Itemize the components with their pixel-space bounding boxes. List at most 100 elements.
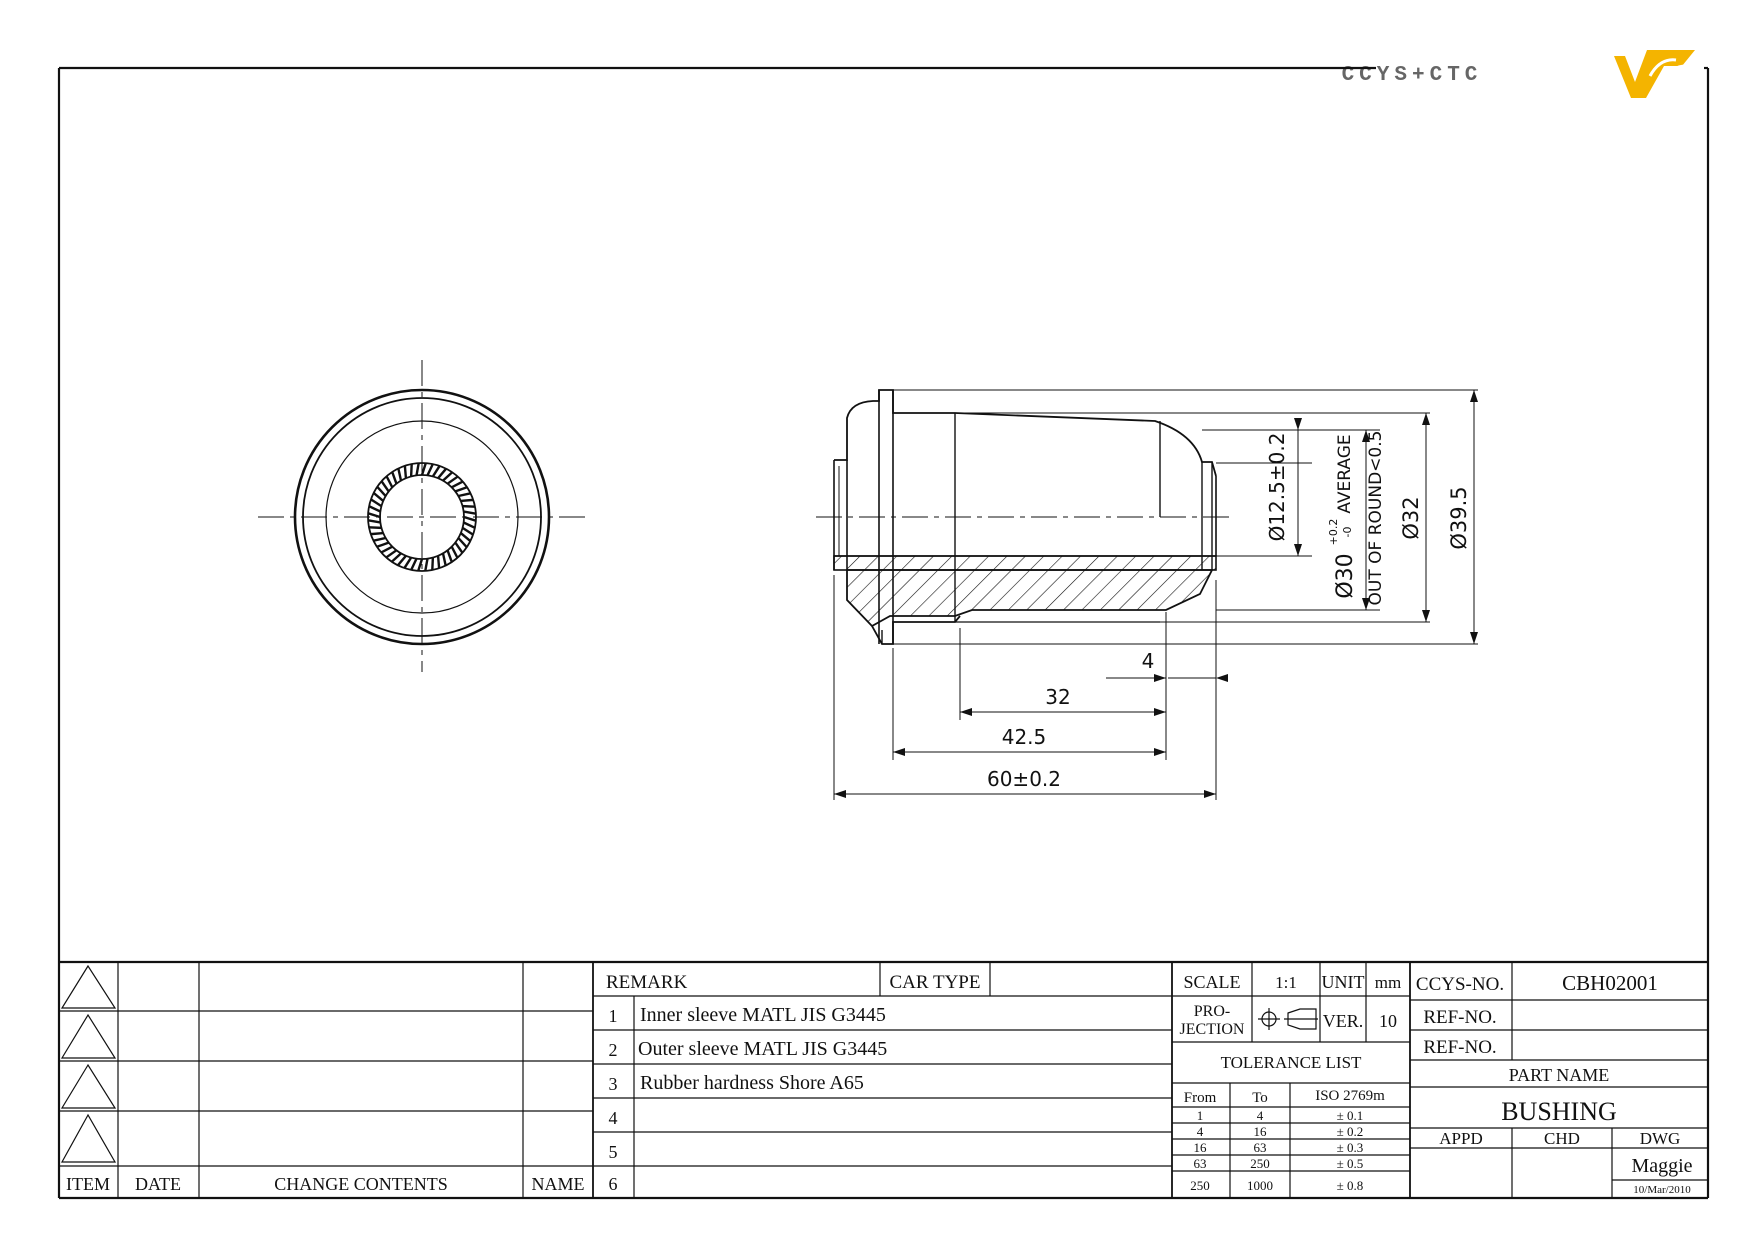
knurl-tick: [385, 475, 394, 488]
tolerance-from: 250: [1190, 1178, 1210, 1193]
dim-out-of-round: OUT OF ROUND<0.5: [1366, 431, 1386, 606]
projection-symbol-icon: [1258, 1008, 1318, 1030]
knurl-tick: [462, 504, 476, 508]
unit-label: UNIT: [1322, 972, 1365, 992]
unit-value: mm: [1375, 973, 1401, 992]
dwg-date: 10/Mar/2010: [1633, 1184, 1691, 1196]
knurl-tick: [441, 553, 447, 566]
tolerance-header-iso: ISO 2769m: [1315, 1088, 1385, 1104]
tolerance-header-from: From: [1184, 1090, 1217, 1106]
remark-item-no: 1: [609, 1006, 618, 1026]
dim-diameter-39-5: Ø39.5: [1447, 486, 1471, 549]
remark-item-no: 2: [609, 1040, 618, 1060]
tolerance-value: ± 0.5: [1337, 1156, 1364, 1171]
dim-avg-tol-upper: +0.2: [1327, 519, 1340, 546]
ver-label: VER.: [1323, 1011, 1364, 1031]
knurl-tick: [373, 536, 386, 542]
remark-item-no: 3: [609, 1074, 618, 1094]
knurl-tick: [454, 541, 464, 554]
knurl-tick: [391, 471, 398, 485]
remark-item-text: Outer sleeve MATL JIS G3445: [638, 1038, 887, 1060]
tolerance-value: ± 0.8: [1337, 1178, 1364, 1193]
knurl-tick: [454, 486, 468, 493]
revision-headers: ITEM DATE CHANGE CONTENTS NAME: [66, 1174, 585, 1194]
scale-value: 1:1: [1275, 973, 1297, 992]
knurl-tick: [403, 556, 413, 569]
ref-no-label-1: REF-NO.: [1423, 1007, 1496, 1028]
dimension-labels: Ø12.5±0.2 Ø30 +0.2 -0 AVERAGE OUT OF ROU…: [987, 431, 1471, 791]
knurl-tick: [461, 526, 474, 536]
knurl-pattern: [368, 463, 476, 571]
dimension-lines: [833, 389, 1478, 800]
knurl-tick: [420, 463, 427, 476]
tolerance-from: 1: [1197, 1108, 1204, 1123]
title-block-content: CCYS-NO. CBH02001 REF-NO. REF-NO. PART N…: [1416, 971, 1693, 1196]
scale-block: [1172, 962, 1411, 1198]
dim-avg-diameter: Ø30: [1333, 553, 1358, 598]
appd-label: APPD: [1439, 1129, 1482, 1148]
knurl-tick: [368, 526, 382, 530]
knurl-tick: [442, 471, 454, 482]
tolerance-value: ± 0.3: [1337, 1140, 1364, 1155]
knurl-tick: [368, 505, 381, 513]
remark-content: REMARK CAR TYPE 1 Inner sleeve MATL JIS …: [606, 972, 980, 1194]
tolerance-to: 1000: [1247, 1178, 1273, 1193]
remark-item-no: 5: [609, 1142, 618, 1162]
projection-label-2: JECTION: [1180, 1021, 1245, 1038]
dim-length-42-5: 42.5: [1002, 725, 1047, 749]
dim-length-32: 32: [1045, 685, 1070, 709]
knurl-tick: [410, 558, 418, 571]
knurl-tick: [426, 463, 434, 476]
knurl-tick: [376, 485, 387, 497]
logo-swoosh-icon: [1648, 58, 1687, 81]
ref-no-label-2: REF-NO.: [1423, 1037, 1496, 1058]
revision-triangle-icon: [60, 964, 117, 1163]
tolerance-value: ± 0.2: [1337, 1124, 1364, 1139]
drawing-frame: [57, 66, 1710, 1200]
part-name-label: PART NAME: [1509, 1065, 1609, 1085]
knurl-tick: [457, 537, 468, 549]
dwg-name: Maggie: [1631, 1155, 1692, 1177]
remark-item-text: Rubber hardness Shore A65: [640, 1072, 864, 1094]
end-view: [258, 360, 586, 672]
dim-diameter-32: Ø32: [1399, 496, 1423, 539]
rev-header-date: DATE: [135, 1174, 181, 1194]
tolerance-to: 250: [1250, 1156, 1270, 1171]
knurl-tick: [372, 491, 384, 502]
tolerance-to: 63: [1254, 1140, 1267, 1155]
knurl-tick: [424, 558, 429, 571]
tolerance-to: 4: [1257, 1108, 1264, 1123]
side-section-view: [816, 389, 1232, 645]
knurl-tick: [396, 555, 407, 567]
knurl-tick: [380, 480, 390, 493]
knurl-tick: [409, 463, 413, 477]
knurl-tick: [436, 555, 441, 569]
dim-avg-tol-lower: -0: [1341, 527, 1354, 538]
remark-item-text: Inner sleeve MATL JIS G3445: [640, 1004, 886, 1026]
knurl-tick: [417, 558, 424, 571]
knurl-tick: [368, 512, 381, 519]
dim-average-label: AVERAGE: [1335, 434, 1355, 513]
title-block: [1410, 962, 1708, 1198]
remark-table: [593, 962, 1173, 1198]
knurl-tick: [368, 519, 381, 524]
knurl-tick: [450, 546, 459, 559]
ccys-no-label: CCYS-NO.: [1416, 974, 1504, 995]
company-logo: CCYS+CTC: [1342, 50, 1695, 98]
logo-text: CCYS+CTC: [1342, 64, 1483, 87]
knurl-tick: [463, 510, 476, 515]
knurl-tick: [390, 552, 402, 563]
ccys-no-value: CBH02001: [1562, 971, 1658, 995]
tolerance-from: 16: [1194, 1140, 1208, 1155]
tolerance-title: TOLERANCE LIST: [1221, 1053, 1362, 1072]
tolerance-to: 16: [1254, 1124, 1268, 1139]
knurl-tick: [397, 468, 403, 481]
knurl-tick: [446, 549, 453, 563]
tolerance-from: 63: [1194, 1156, 1207, 1171]
part-name-value: BUSHING: [1501, 1097, 1617, 1126]
scale-content: SCALE 1:1 UNIT mm PRO- JECTION VER. 10 T…: [1180, 972, 1402, 1193]
chd-label: CHD: [1544, 1129, 1580, 1148]
knurl-tick: [463, 521, 476, 529]
knurl-tick: [460, 532, 472, 543]
rev-header-item: ITEM: [66, 1174, 110, 1194]
